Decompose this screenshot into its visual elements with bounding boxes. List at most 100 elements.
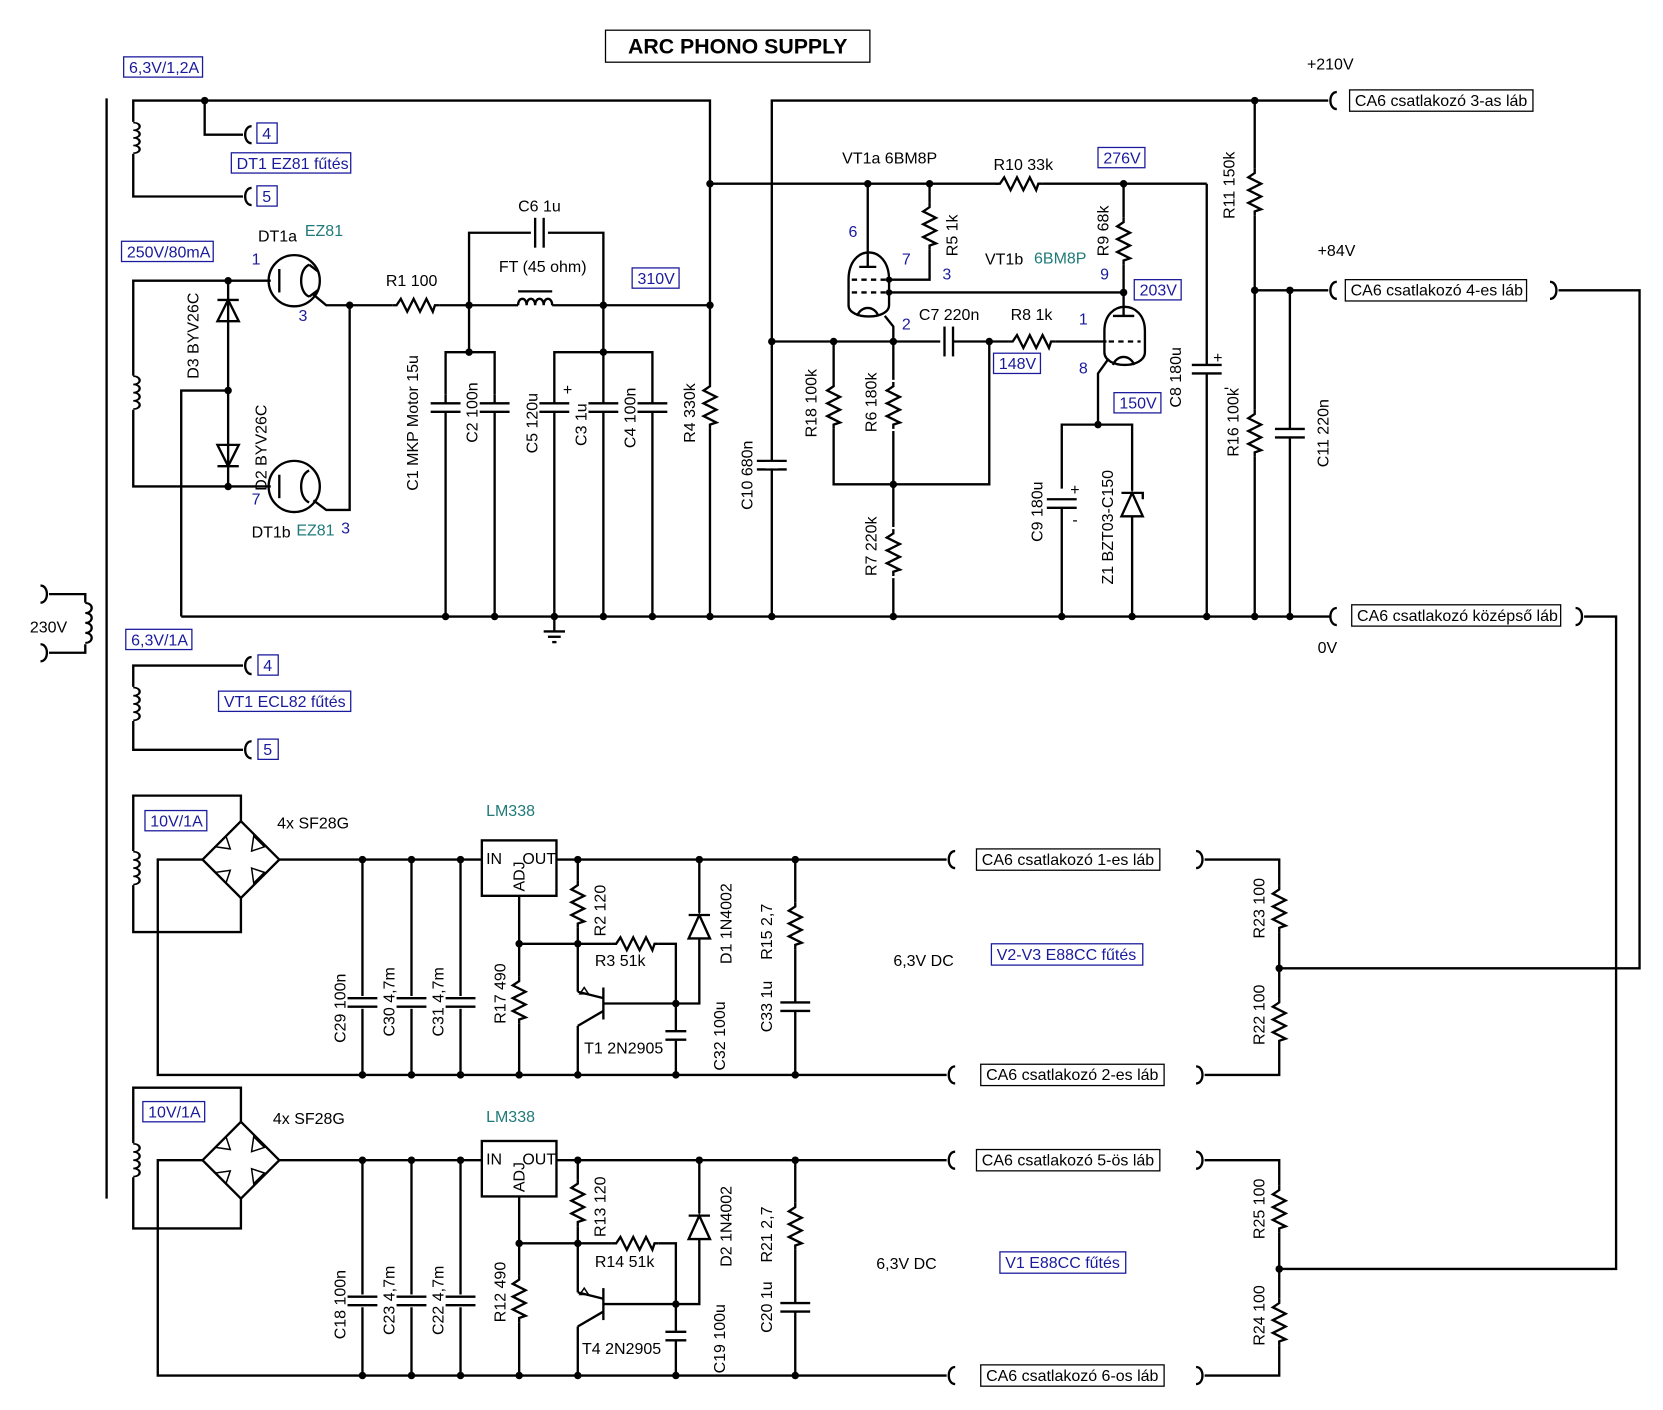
resistor-r16-icon: [1247, 408, 1263, 458]
resistor-r23-icon: [1271, 883, 1287, 934]
diode-d3-icon: [215, 297, 241, 323]
label-box: [123, 56, 204, 78]
label: R6 180k: [863, 372, 880, 433]
bridge-rectifier-icon: [200, 1120, 281, 1201]
capacitor-c20-icon: [779, 1301, 812, 1313]
label: R25 100: [1251, 1179, 1268, 1240]
connector-pin2: CA6 csatlakozó 2-es láb: [986, 1067, 1158, 1084]
junction-dot: [456, 1071, 465, 1079]
label: IN: [486, 851, 502, 868]
label: 4x SF28G: [273, 1111, 345, 1128]
label: 6: [849, 224, 858, 241]
coil-icon: [132, 121, 141, 155]
label: R7 220k: [863, 515, 880, 576]
junction-dot: [925, 179, 934, 188]
label: 3: [341, 520, 350, 537]
label: T4 2N2905: [582, 1341, 661, 1358]
title-block: ARC PHONO SUPPLY: [604, 29, 871, 63]
wire: [889, 249, 931, 281]
capacitor-c6-icon: [533, 216, 545, 249]
label: C3 1u: [573, 403, 590, 446]
junction-dot: [864, 179, 872, 188]
junction-dot: [1128, 612, 1136, 621]
resistor-r2-icon: [570, 879, 586, 929]
junction-dot: [1203, 612, 1211, 621]
label: +210V: [1307, 57, 1354, 74]
winding-hv: 250V/80mA D3 BYV26C D2 BYV26C DT1a EZ81 …: [120, 223, 354, 617]
resistor-r5-icon: [922, 201, 938, 251]
label: 6,3V/1A: [131, 632, 188, 649]
junction-dot: [1058, 612, 1066, 621]
resistor-r1-icon: [391, 297, 441, 313]
label-box: [1351, 604, 1562, 627]
junction-dot: [885, 276, 893, 283]
wire: [658, 1242, 678, 1376]
wire: [1060, 423, 1134, 491]
label: D2 BYV26C: [254, 405, 271, 491]
winding-vt1-heater: 6,3V/1A 4 5 VT1 ECL82 fűtés: [125, 628, 352, 761]
label: OUT: [522, 1151, 556, 1168]
label: C29 100n: [332, 974, 349, 1043]
label-box: [980, 1063, 1165, 1087]
capacitor-c33-icon: [779, 1001, 812, 1013]
label: R16 100k: [1226, 387, 1243, 456]
junction-dot: [200, 96, 209, 105]
symbol: [1548, 280, 1558, 301]
symbol: [213, 834, 266, 885]
label-box: [120, 240, 214, 263]
resistor-r11-icon: [1247, 167, 1263, 217]
heater-label-v2v3: V2-V3 E88CC fűtés: [997, 947, 1136, 964]
label: R22 100: [1251, 985, 1268, 1046]
junction-dot: [889, 612, 898, 621]
label: 150V: [1119, 396, 1157, 413]
junction-dot: [706, 301, 714, 309]
wire: [132, 1086, 243, 1144]
junction-dot: [706, 612, 714, 621]
label: 310V: [637, 271, 675, 288]
label: 250V/80mA: [127, 244, 211, 261]
junction-dot: [456, 1371, 465, 1380]
label-box: [1348, 89, 1534, 112]
label: R5 1k: [944, 213, 961, 256]
junction-dot: [672, 1071, 680, 1079]
symbol: [1194, 1365, 1204, 1386]
symbol: [947, 849, 957, 870]
junction-dot: [768, 612, 776, 621]
label: C20 1u: [759, 1281, 776, 1333]
heater-label-dt1: DT1 EZ81 fűtés: [237, 156, 349, 173]
capacitor-c7-icon: [943, 325, 955, 358]
junction-dot: [441, 612, 450, 621]
label: 4x SF28G: [277, 816, 349, 833]
label: R18 100k: [804, 368, 821, 437]
label: R9 68k: [1096, 205, 1113, 257]
resistor-r4-icon: [702, 380, 718, 431]
label: 8: [1079, 360, 1088, 377]
label: R17 490: [492, 963, 509, 1024]
label: C30 4,7m: [381, 967, 398, 1036]
label: +: [563, 382, 572, 399]
symbol: [213, 1135, 266, 1186]
label-box: [257, 738, 279, 761]
symbol: [1194, 1150, 1204, 1170]
resistor-r22-icon: [1271, 996, 1287, 1047]
coil-icon: [132, 686, 141, 722]
label: LM338: [486, 803, 535, 820]
page-title: ARC PHONO SUPPLY: [628, 35, 847, 59]
junction-dot: [515, 1371, 523, 1380]
wire: [132, 99, 712, 184]
symbol: [578, 986, 590, 995]
capacitor-c3-icon: [587, 402, 620, 414]
symbol: [947, 1065, 957, 1085]
junction-dot: [599, 612, 608, 621]
junction-dot: [490, 612, 499, 621]
label-box: [257, 654, 279, 676]
label-box: [256, 122, 278, 144]
label: +: [1070, 482, 1079, 499]
label: EZ81: [296, 523, 334, 540]
lv-supply-2: 10V/1A 4x SF28G LM338 IN OUT ADJ C18 100…: [132, 1086, 1287, 1387]
resistor-r17-icon: [511, 975, 527, 1025]
label-box: [992, 352, 1042, 375]
symbol: [39, 643, 49, 663]
wire: [675, 938, 701, 1005]
label: LM338: [486, 1109, 535, 1126]
